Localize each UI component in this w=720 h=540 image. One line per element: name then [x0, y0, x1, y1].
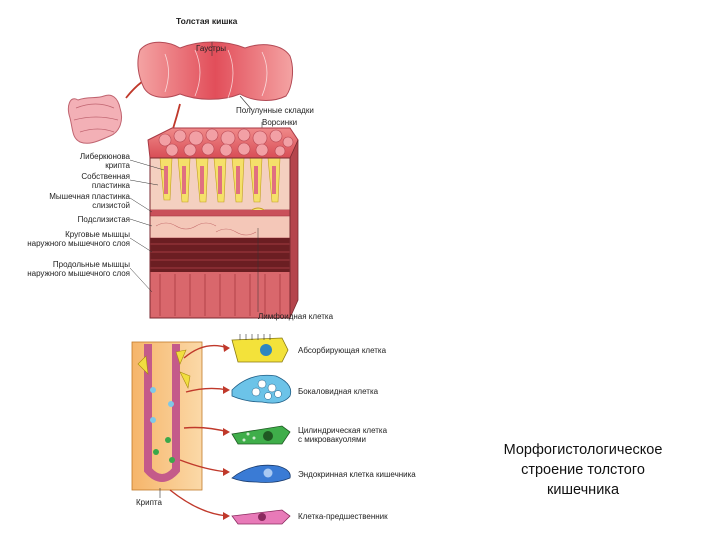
label-precursor-cell: Клетка-предшественник — [298, 512, 388, 521]
label-goblet-cell: Бокаловидная клетка — [298, 387, 379, 396]
label-leaders — [129, 159, 259, 312]
label-absorptive-cell: Абсорбирующая клетка — [298, 346, 387, 355]
cylindrical-cell-icon — [231, 425, 291, 445]
label-submucosa: Подслизистая — [77, 215, 130, 224]
endocrine-cell-icon — [231, 464, 291, 483]
label-semilunar-folds: Полулунные складки — [236, 106, 314, 115]
tissue-block — [147, 127, 299, 319]
goblet-cell-icon — [231, 374, 292, 404]
caption-line: Морфогистологическое — [503, 442, 663, 458]
label-endocrine-cell: Эндокринная клетка кишечника — [298, 470, 416, 479]
caption-line: кишечника — [546, 482, 620, 498]
absorptive-cell-icon — [231, 334, 289, 363]
diagram-title: Толстая кишка — [176, 16, 238, 26]
label-villi: Ворсинки — [262, 118, 298, 127]
slide-caption: Морфогистологическое строение толстого к… — [478, 440, 688, 500]
label-crypt: Крипта — [136, 498, 162, 507]
caption-line: строение толстого — [521, 462, 645, 478]
colon-overview-icon — [67, 70, 157, 144]
cell-arrowheads — [223, 344, 230, 520]
precursor-cell-icon — [231, 509, 291, 525]
crypt-detail — [131, 341, 203, 498]
label-haustra: Гаустры — [196, 44, 227, 53]
haustra-segment — [137, 41, 294, 140]
label-lymphoid-cell: Лимфоидная клетка — [258, 312, 334, 321]
